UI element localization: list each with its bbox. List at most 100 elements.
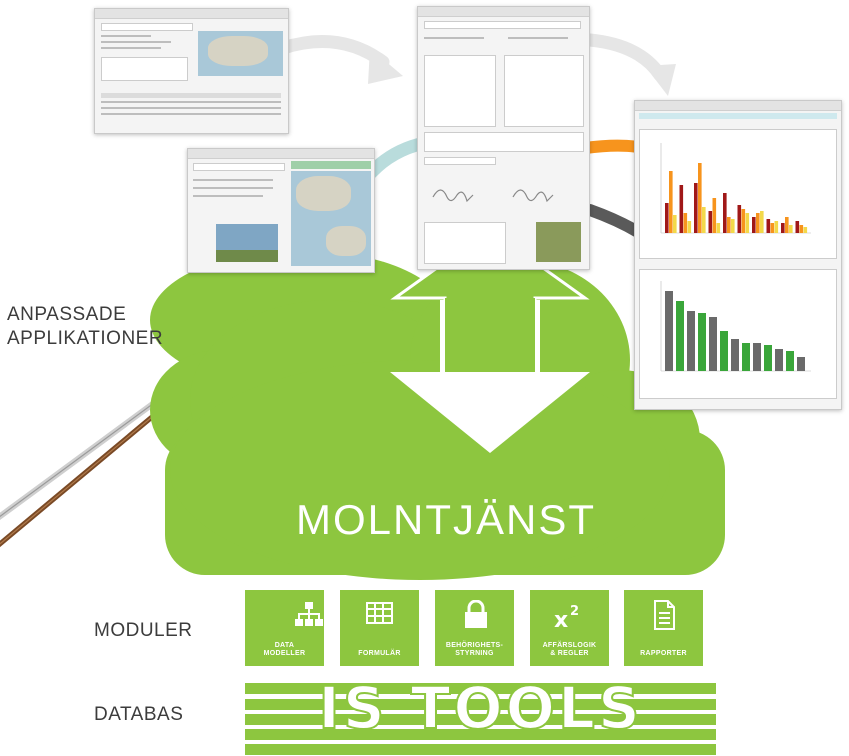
module-label: BEHÖRIGHETS- STYRNING (445, 642, 504, 657)
module-label: RAPPORTER (640, 650, 687, 657)
chart-bar (803, 227, 808, 233)
data-model-icon (295, 602, 323, 626)
database-label: DATABAS (94, 704, 184, 725)
chart-bar (673, 215, 677, 233)
svg-text:x: x (554, 608, 568, 630)
search-field (101, 23, 193, 31)
chart-bar (741, 209, 746, 233)
text-line (193, 195, 263, 197)
database-stripe (245, 683, 716, 694)
chart-bar (698, 313, 706, 371)
chart-bar (753, 343, 761, 371)
chart-bar (665, 203, 669, 233)
modules-label: MODULER (94, 620, 193, 641)
module-access-control: BEHÖRIGHETS- STYRNING (435, 590, 514, 666)
table-row (101, 101, 281, 103)
database-stripe (245, 744, 716, 755)
window-titlebar (188, 149, 374, 159)
text-line (101, 47, 161, 49)
chart-bar (698, 163, 702, 233)
chart-bar (731, 339, 739, 371)
module-label: AFFÄRSLOGIK & REGLER (542, 642, 597, 657)
chart-bar (775, 349, 783, 371)
chart-bar (679, 185, 684, 233)
chart-bar (687, 311, 695, 371)
module-label: DATA MODELLER (263, 642, 306, 657)
table-row (101, 113, 281, 115)
cloud-service-title: MOLNTJÄNST (296, 496, 597, 543)
module-business-logic: x 2 AFFÄRSLOGIK & REGLER (530, 590, 609, 666)
form-field (424, 157, 496, 165)
chart-bar (797, 357, 805, 371)
chart-bar (770, 223, 775, 233)
chart-bar (709, 317, 717, 371)
chart-bar (665, 291, 673, 371)
chart-bar (731, 219, 735, 233)
form-field (424, 21, 581, 29)
chart-bar (781, 223, 785, 233)
chart-bar (716, 223, 721, 233)
download-arrow (390, 298, 590, 453)
map-view (198, 31, 283, 76)
module-label: FORMULÄR (358, 650, 401, 657)
chart-bar (742, 343, 750, 371)
chart-bar (795, 221, 800, 233)
chart-bar (676, 301, 684, 371)
is-tools-logo: IS TOOLS (317, 674, 643, 742)
table-header (101, 93, 281, 98)
chart-bar (702, 207, 706, 233)
comment-box (424, 132, 584, 152)
chart-bar (789, 225, 793, 233)
flow-arrow-top-right (583, 33, 676, 96)
app-screenshot-charts (634, 100, 842, 410)
chart-bar (737, 205, 742, 233)
photo-thumbnail (216, 224, 278, 262)
text-line (101, 35, 151, 37)
text-line (424, 37, 484, 39)
window-titlebar (95, 9, 288, 19)
search-field (193, 163, 285, 171)
form-grid-icon (366, 602, 393, 624)
x-squared-icon: x 2 (554, 604, 579, 630)
app-screenshot-list-map (94, 8, 289, 134)
map-land (296, 176, 351, 211)
chart-bar (774, 221, 779, 233)
lock-icon (465, 600, 487, 628)
info-banner (639, 113, 837, 119)
module-data-models: DATA MODELLER (245, 590, 324, 666)
chart-bar (799, 225, 804, 233)
signature-image (432, 189, 554, 203)
chart-bar (708, 211, 713, 233)
chart-bar (764, 345, 772, 371)
photo-thumbnail (536, 222, 581, 262)
database-stripe (245, 714, 716, 725)
chart-bar (712, 198, 717, 233)
map-land (326, 226, 366, 256)
chart-bar (766, 219, 771, 233)
chart-bar (683, 213, 688, 233)
text-line (193, 187, 273, 189)
module-forms: FORMULÄR (340, 590, 419, 666)
chart-bar (669, 171, 673, 233)
app-screenshot-record (187, 148, 375, 273)
chart-bar (756, 213, 760, 233)
module-reports: RAPPORTER (624, 590, 703, 666)
map-land (208, 36, 268, 66)
window-titlebar (418, 7, 589, 17)
chart-bar (760, 211, 764, 233)
report-document-icon (654, 600, 675, 630)
custom-applications-label: ANPASSADE APPLIKATIONER (7, 304, 164, 349)
database-stripe (245, 699, 716, 710)
chart-bar (727, 217, 731, 233)
photo-ground (216, 250, 278, 262)
text-line (508, 37, 568, 39)
map-header (291, 161, 371, 169)
chart-bar (723, 193, 727, 233)
table-row (101, 107, 281, 109)
form-block (504, 55, 584, 127)
chart-bar (694, 183, 698, 233)
flow-arrow-top-left (276, 35, 403, 84)
app-screenshot-form (417, 6, 590, 270)
map-view (291, 171, 371, 266)
text-line (101, 41, 171, 43)
